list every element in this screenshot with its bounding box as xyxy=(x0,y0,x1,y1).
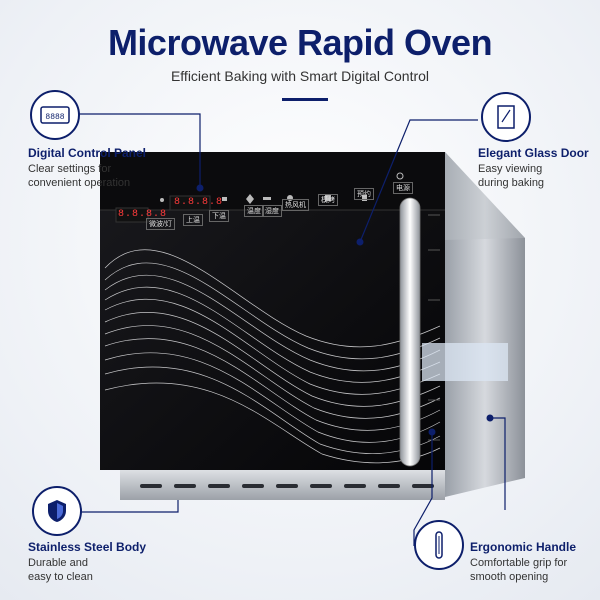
page-subtitle: Efficient Baking with Smart Digital Cont… xyxy=(170,68,430,84)
oven-control-strip xyxy=(100,152,445,210)
feature-desc-glass-1: Easy viewing xyxy=(478,163,543,175)
led-display-right: 8.8.8.8 xyxy=(174,197,224,208)
panel-btn-8[interactable]: 电源 xyxy=(393,182,413,194)
feature-desc-handle-1: Comfortable grip for xyxy=(470,557,568,569)
brand-logo-block xyxy=(422,343,508,381)
handle-icon xyxy=(414,520,464,570)
feature-title-digital: Digital Control Panel xyxy=(28,146,147,160)
oven-handle xyxy=(399,197,421,467)
callout-dots xyxy=(196,184,494,436)
page-title: Microwave Rapid Oven xyxy=(107,22,493,63)
panel-btn-4[interactable]: 湿度 xyxy=(262,205,282,217)
door-hinge-lines xyxy=(428,214,440,441)
feature-desc-digital-1: Clear settings for xyxy=(28,163,112,175)
panel-btn-6[interactable]: 模烤 xyxy=(318,194,338,206)
feature-desc-glass-2: during baking xyxy=(478,177,545,189)
shield-icon xyxy=(32,486,82,536)
feature-desc-digital-2: convenient operation xyxy=(28,177,131,189)
panel-btn-3[interactable]: 温度 xyxy=(244,205,264,217)
panel-btn-1[interactable]: 上温 xyxy=(183,214,203,226)
feature-title-glass: Elegant Glass Door xyxy=(478,146,589,160)
panel-btn-5[interactable]: 热风机 xyxy=(282,199,309,211)
oven-side-panel xyxy=(445,152,525,497)
glass-door-icon xyxy=(481,92,531,142)
title-underline xyxy=(282,98,328,101)
feature-title-steel: Stainless Steel Body xyxy=(28,540,147,554)
svg-text:8888: 8888 xyxy=(45,113,64,122)
base-vents xyxy=(140,484,434,488)
digital-display-icon: 8888 xyxy=(30,90,80,140)
oven-front xyxy=(100,152,445,470)
panel-btn-2[interactable]: 下温 xyxy=(209,210,229,222)
led-display-left: 8.8.8.8 xyxy=(118,209,168,220)
feature-desc-steel-1: Durable and xyxy=(28,557,88,569)
feature-title-handle: Ergonomic Handle xyxy=(470,540,577,554)
panel-btn-0[interactable]: 微波/灯 xyxy=(146,218,175,230)
feature-desc-steel-2: easy to clean xyxy=(28,571,93,583)
feature-desc-handle-2: smooth opening xyxy=(470,571,549,583)
panel-btn-7[interactable]: 预约 xyxy=(354,188,374,200)
